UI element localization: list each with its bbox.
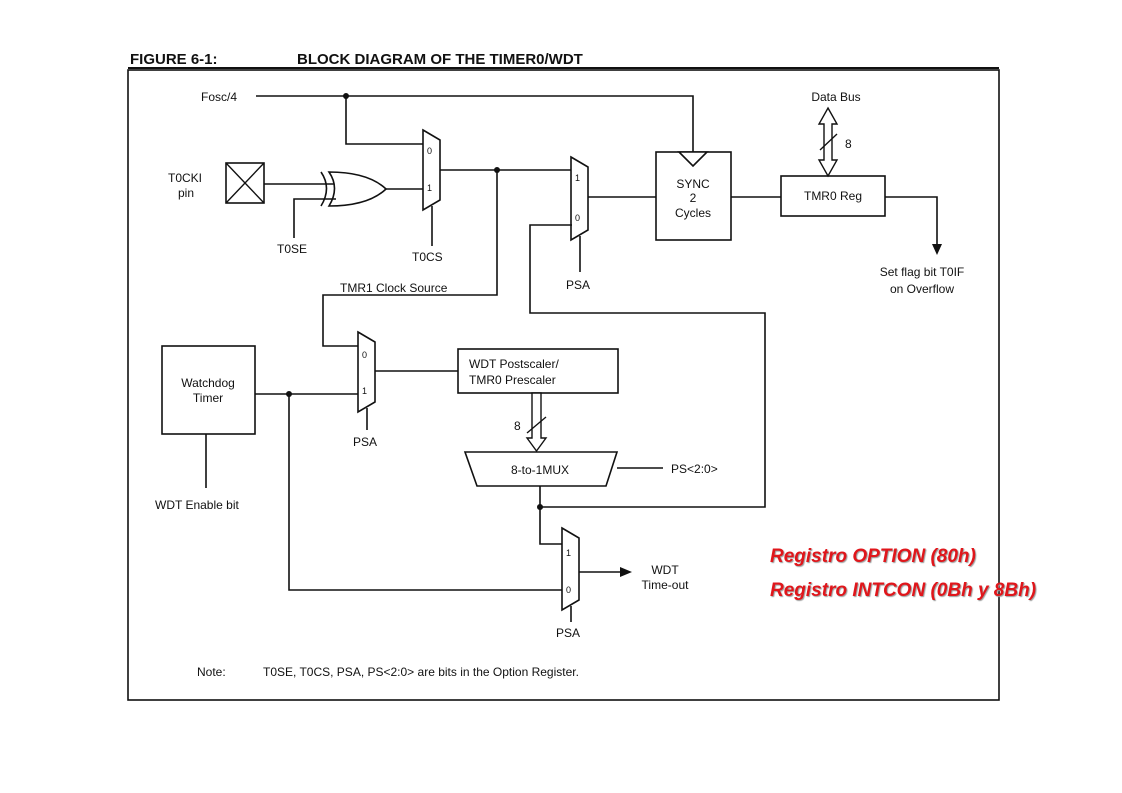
fosc4-to-t0cs-mux <box>345 96 425 145</box>
mux-8-out-junction <box>537 504 543 510</box>
t0cki-label-1: T0CKI <box>168 171 202 185</box>
prescaler-feedback-wire <box>529 224 766 508</box>
watchdog-timer-block <box>161 345 256 435</box>
t0cki-label-2: pin <box>178 186 194 200</box>
data-bus-label: Data Bus <box>811 90 860 104</box>
figure-title: BLOCK DIAGRAM OF THE TIMER0/WDT <box>297 51 583 68</box>
tmr1-clock-source-label: TMR1 Clock Source <box>340 281 448 295</box>
watchdog-label-1: Watchdog <box>181 376 235 390</box>
mux-8-out-wire <box>539 486 564 545</box>
psa-mid-label: PSA <box>353 435 377 449</box>
psa-mux-mid-in0: 0 <box>362 350 367 360</box>
figure-frame <box>127 69 1000 701</box>
psa-mux-mid-in1: 1 <box>362 386 367 396</box>
postscaler-label-1: WDT Postscaler/ <box>469 357 559 371</box>
t0se-label: T0SE <box>277 242 307 256</box>
t0se-wire <box>293 198 336 238</box>
psa-mux-bot-in0: 0 <box>566 585 571 595</box>
t0cki-pin-cross-2 <box>225 162 265 204</box>
prescaler-bus-slash <box>526 416 547 434</box>
psa-mux-top-in1: 1 <box>575 173 580 183</box>
wdt-enable-label: WDT Enable bit <box>155 498 239 512</box>
overflow-wire <box>885 196 938 246</box>
data-bus-width-slash <box>819 133 838 151</box>
sync-label-1: SYNC <box>676 177 710 191</box>
wdt-timeout-label-2: Time-out <box>642 578 690 592</box>
prescaler-bus-width-label: 8 <box>514 419 521 433</box>
wdt-timeout-label-1: WDT <box>651 563 679 577</box>
psa-mux-top-in0: 0 <box>575 213 580 223</box>
sync-label-2: 2 <box>690 191 697 205</box>
mux-8-to-1 <box>463 451 619 487</box>
fosc4-wire <box>256 95 694 152</box>
t0cs-mux-in0: 0 <box>427 146 432 156</box>
tmr0-reg-label: TMR0 Reg <box>804 189 862 203</box>
psa-mux-mid <box>357 330 376 414</box>
fosc4-label: Fosc/4 <box>201 90 237 104</box>
psa-mux-bot <box>561 526 580 612</box>
wdt-timeout-arrowhead <box>620 567 632 577</box>
data-bus-width-label: 8 <box>845 137 852 151</box>
note-text: T0SE, T0CS, PSA, PS<2:0> are bits in the… <box>263 665 579 679</box>
ps-bits-label: PS<2:0> <box>671 462 718 476</box>
tmr0-reg-block <box>780 175 886 217</box>
xor-gate-back-curve <box>320 171 328 207</box>
t0cs-label: T0CS <box>412 250 443 264</box>
psa-mux-bot-in1: 1 <box>566 548 571 558</box>
xor-gate-body <box>327 171 388 207</box>
psa-mux-top <box>570 155 589 242</box>
t0cs-mux-in1: 1 <box>427 183 432 193</box>
postscaler-label-2: TMR0 Prescaler <box>469 373 556 387</box>
t0cs-mux <box>422 128 441 212</box>
watchdog-bypass-wire <box>288 394 564 591</box>
watchdog-label-2: Timer <box>193 391 223 405</box>
intcon-register-annotation: Registro INTCON (0Bh y 8Bh) <box>770 580 1037 601</box>
overflow-arrowhead <box>932 244 942 255</box>
option-register-annotation: Registro OPTION (80h) <box>770 546 976 567</box>
psa-bot-label: PSA <box>556 626 580 640</box>
psa-top-label: PSA <box>566 278 590 292</box>
figure-number: FIGURE 6-1: <box>130 51 218 68</box>
sync-clock-triangle <box>677 151 709 168</box>
note-label: Note: <box>197 665 226 679</box>
set-flag-label-2: on Overflow <box>890 282 954 296</box>
prescaler-bus-arrow <box>525 392 548 453</box>
tmr1-clock-source-wire <box>322 170 498 347</box>
sync-label-3: Cycles <box>675 206 711 220</box>
set-flag-label-1: Set flag bit T0IF <box>880 265 965 279</box>
mux-8-to-1-label: 8-to-1MUX <box>511 463 569 477</box>
